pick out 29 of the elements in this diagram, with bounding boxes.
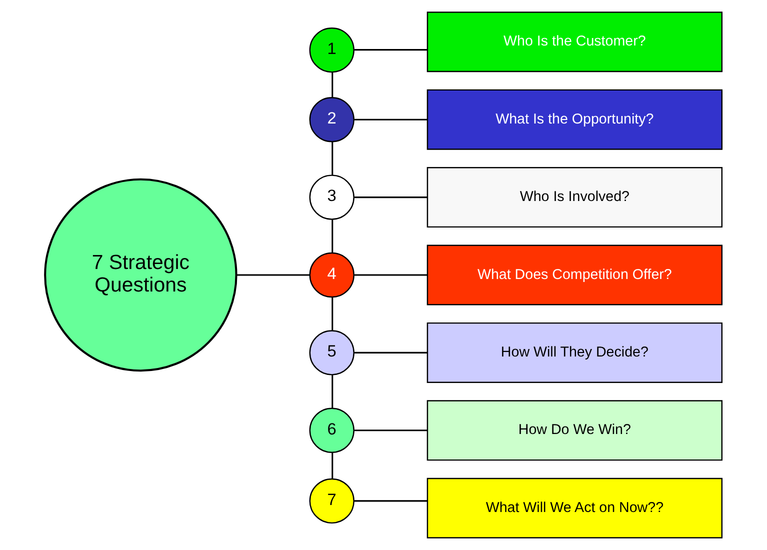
connector: [332, 374, 334, 408]
connector: [354, 274, 428, 276]
connector: [354, 49, 428, 51]
connector: [354, 430, 428, 432]
node-box: What Does Competition Offer?: [426, 244, 723, 306]
connector: [332, 452, 334, 479]
connector: [354, 500, 428, 502]
node-circle: 4: [309, 252, 354, 298]
node-box: Who Is Involved?: [426, 167, 723, 228]
connector: [354, 118, 428, 120]
node-circle: 6: [309, 408, 354, 453]
connector: [236, 274, 310, 276]
connector: [332, 219, 334, 253]
connector: [332, 72, 334, 98]
connector: [354, 352, 428, 354]
connector: [332, 297, 334, 331]
node-box: How Will They Decide?: [426, 322, 723, 383]
node-circle: 1: [309, 27, 354, 73]
node-circle: 2: [309, 97, 354, 142]
node-box: What Is the Opportunity?: [426, 89, 723, 150]
node-circle: 7 Strategic Questions: [44, 178, 238, 372]
node-box: What Will We Act on Now??: [426, 478, 723, 538]
node-circle: 7: [309, 478, 354, 524]
node-circle: 3: [309, 174, 354, 220]
connector: [332, 142, 334, 176]
node-box: How Do We Win?: [426, 400, 723, 461]
node-circle: 5: [309, 330, 354, 376]
connector: [354, 196, 428, 198]
node-box: Who Is the Customer?: [426, 12, 723, 72]
